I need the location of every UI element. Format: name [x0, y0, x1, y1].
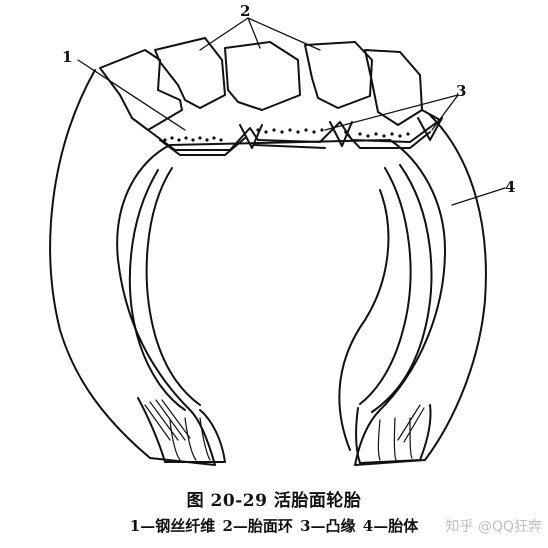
flange-2 — [329, 121, 353, 147]
callout-1: 1 — [62, 48, 72, 66]
carcass-cut-face — [338, 189, 390, 451]
steel-fiber-dots — [163, 128, 410, 142]
bead-wire-right — [377, 404, 425, 461]
figure-legend: 1—钢丝纤维 2—胎面环 3—凸缘 4—胎体 — [129, 517, 419, 535]
tread-ring-block-center — [224, 41, 301, 111]
inner-bead-ring-right — [359, 167, 412, 405]
callout-2: 2 — [240, 2, 250, 20]
tread-ring-block-center-left — [154, 37, 226, 109]
bead-left — [137, 397, 226, 463]
inner-bead-ring — [145, 167, 201, 406]
bead-right — [354, 404, 432, 464]
tread-ring-block-left — [99, 49, 183, 131]
callout-3: 3 — [456, 82, 466, 100]
tire-carcass-outline — [49, 69, 487, 466]
watermark-text: 知乎 @QQ狂奔 — [445, 519, 543, 535]
flange-3 — [417, 117, 443, 141]
callout-4: 4 — [505, 178, 515, 196]
figure-title: 图 20-29 活胎面轮胎 — [186, 491, 362, 511]
tire-carcass-inner-line — [128, 169, 186, 411]
tread-ring-base-lower — [159, 131, 431, 156]
tread-ring-block-center-right — [304, 41, 373, 109]
tread-ring-block-right — [364, 49, 423, 126]
flange-1 — [239, 124, 263, 149]
tire-carcass-inner-line-right — [371, 164, 433, 413]
leader-lines — [77, 17, 506, 206]
bead-wire-left — [144, 399, 211, 461]
